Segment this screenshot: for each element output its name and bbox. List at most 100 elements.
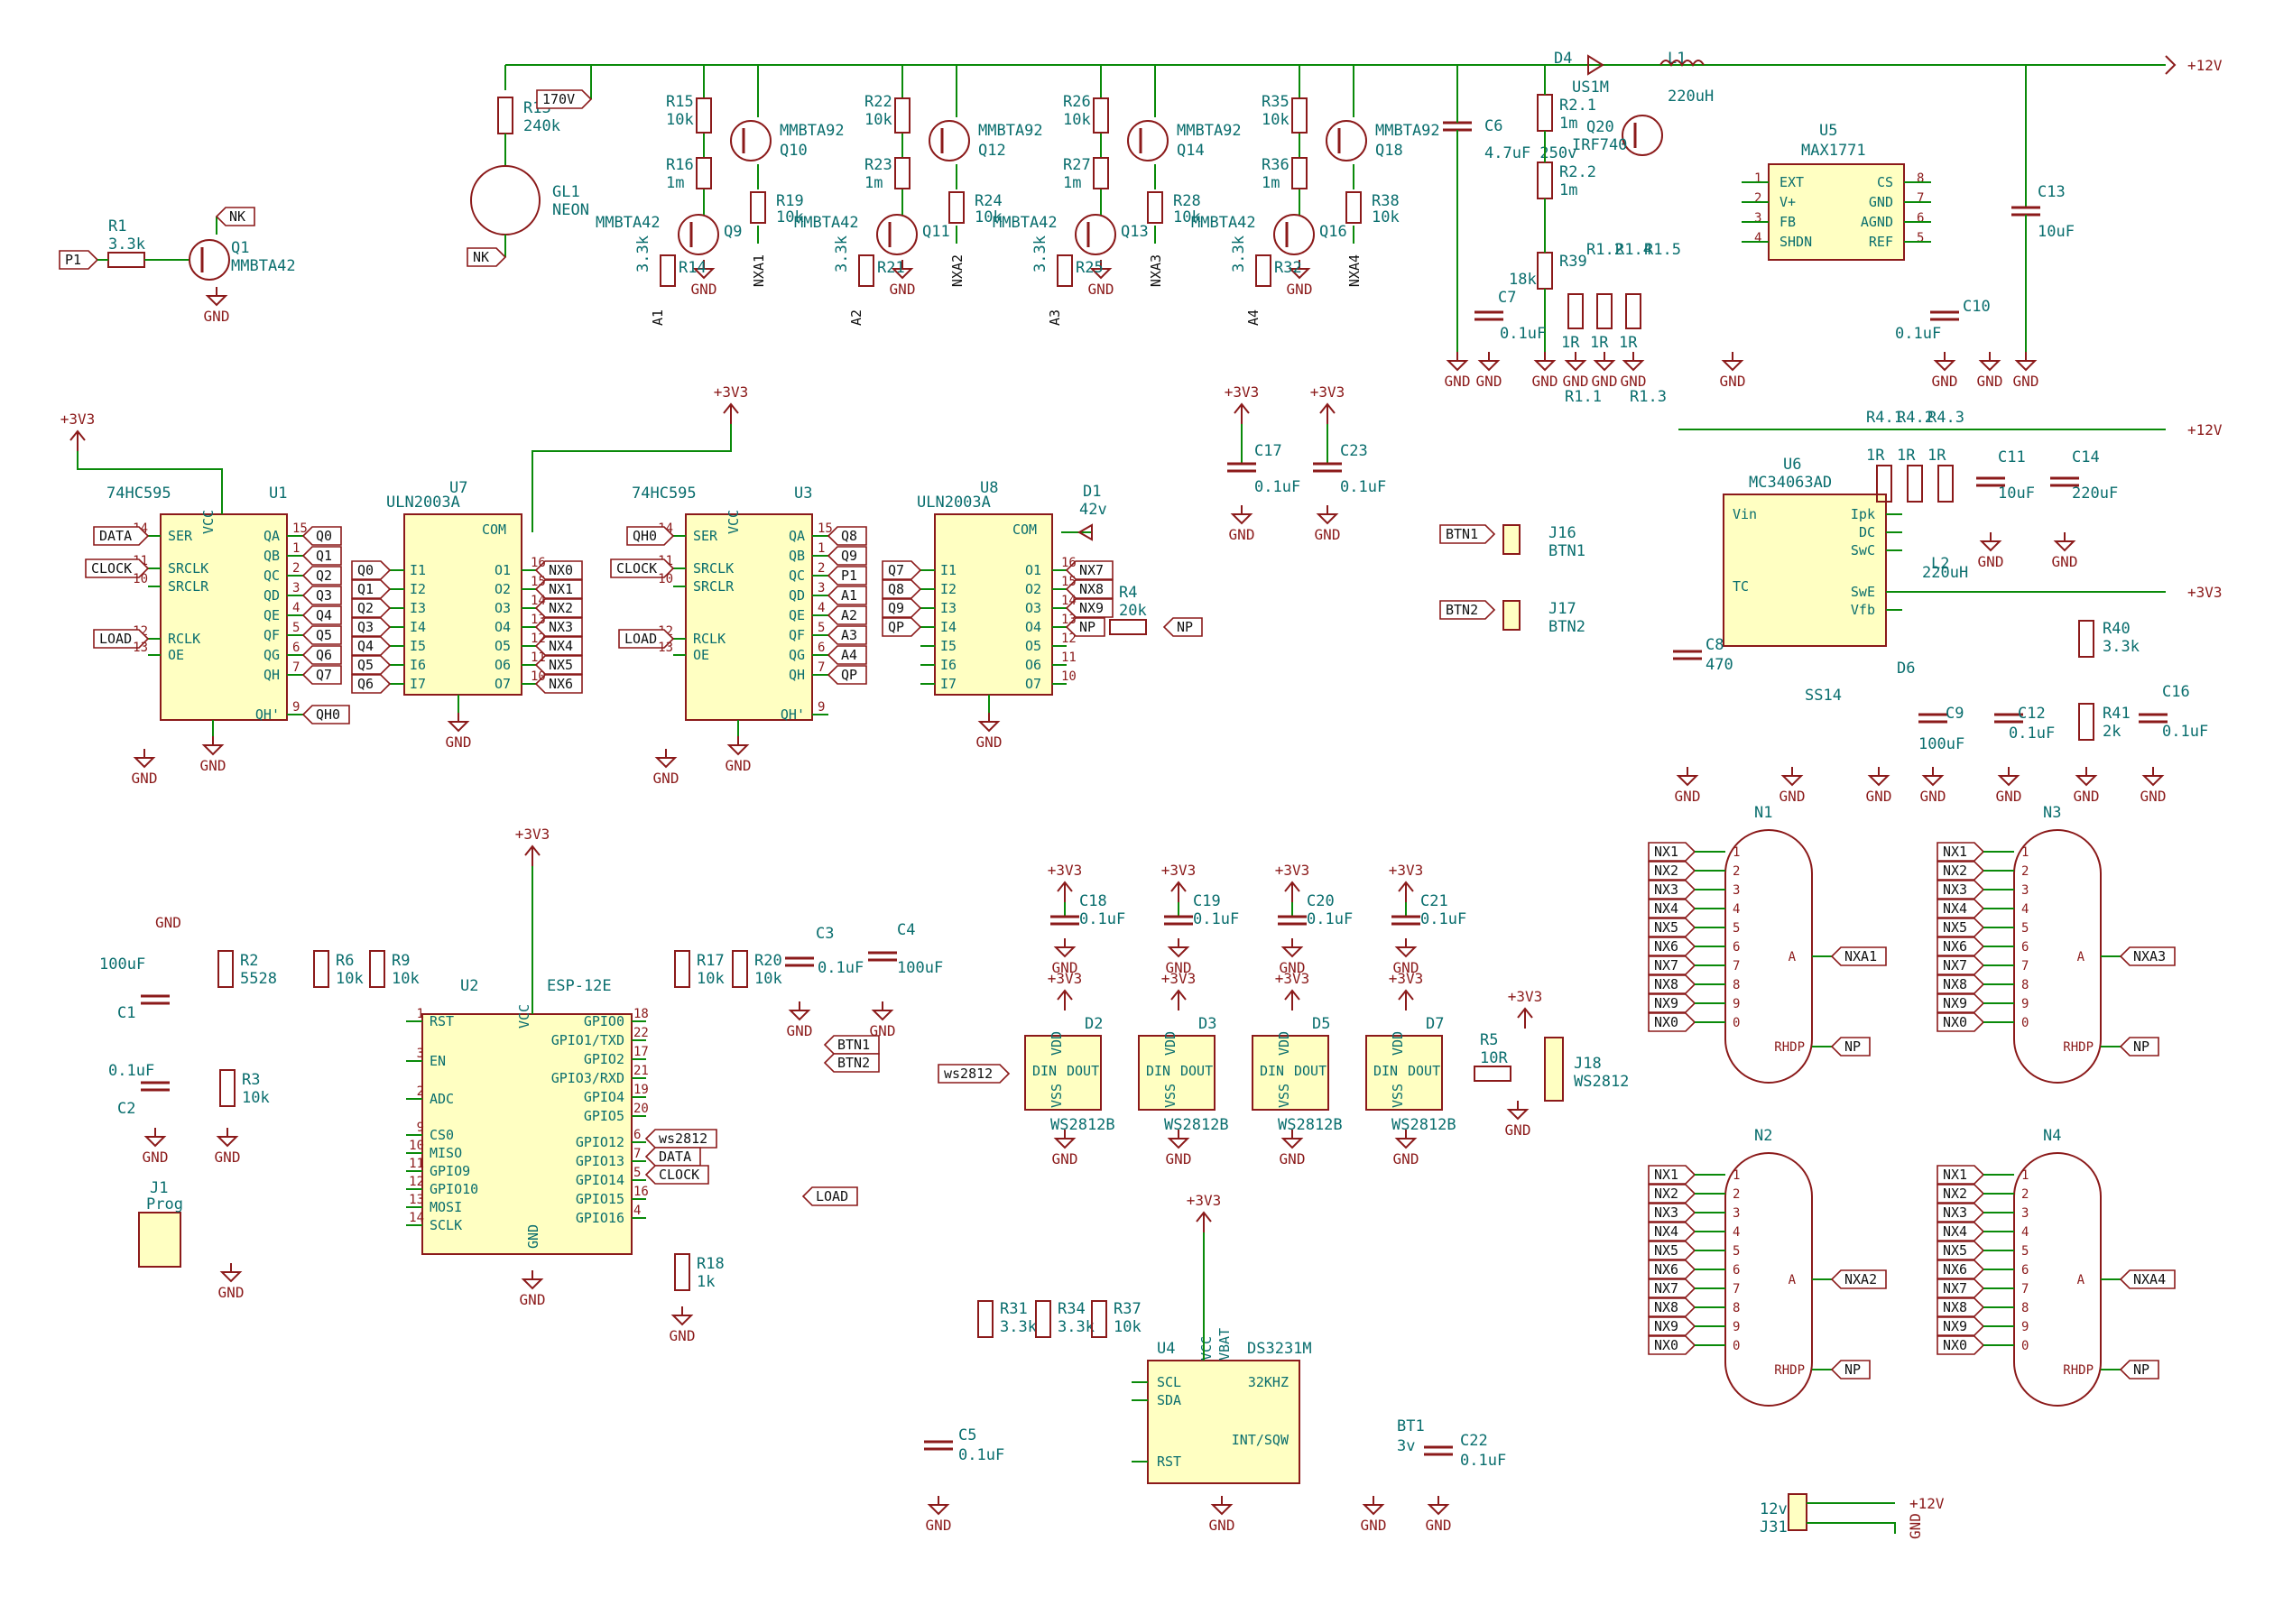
esp-pin-l: GPIO9 [430,1163,470,1179]
tube-pin-num: 8 [1733,978,1740,992]
ground-label: GND [1280,959,1306,976]
j18-val: WS2812 [1574,1073,1629,1091]
u5-pin-num: 7 [1917,191,1924,206]
uln2003-box [403,513,522,696]
led-vdd: VDD [1049,1031,1065,1056]
l2-val: 220uH [1922,564,1968,582]
c5-ref: C5 [958,1426,976,1444]
tube-pin-num: 7 [2021,959,2029,973]
ground-symbol [977,721,1001,733]
rsense-body [1625,293,1641,329]
tube-pin-flag: NX9 [1654,995,1678,1011]
c4-ref: C4 [897,921,915,939]
net-flag [301,586,342,605]
shift-register-box [685,513,813,721]
sr-pin-left: SER [693,528,718,544]
d1-zener [1077,523,1093,541]
u6-pin-r: DC [1859,524,1875,540]
net-flag [1937,1335,1985,1355]
ground-symbol [1210,1504,1234,1516]
power-label: +3V3 [1389,970,1424,987]
net-flag [827,566,867,586]
c11-val: 10uF [1998,484,2035,503]
rtop-body [1093,97,1109,134]
ground-symbol [788,1010,811,1021]
sr-pin-right: QB [263,548,280,564]
c5-val: 0.1uF [958,1446,1004,1464]
esp-pin-l: ADC [430,1091,454,1107]
tube-pin-flag: NX7 [1943,957,1967,973]
led-vss: VSS [1162,1084,1179,1108]
ground-label: GND [1532,373,1558,390]
net-flag [1439,524,1496,544]
uln-pin-r: O1 [495,562,511,578]
tube-pin-flag: NX1 [1654,844,1678,860]
ground-label: GND [1088,281,1114,298]
ws2812-flag-esp: ws2812 [659,1130,707,1147]
net-flag [93,629,150,649]
power-symbol [1170,989,1187,1001]
j18-ref: J18 [1574,1055,1602,1073]
uln-ref: U7 [449,479,467,497]
qp-part: MMBTA92 [1375,122,1440,140]
sr-pin-num: 15 [818,521,833,536]
uln-in-flag: Q9 [888,600,904,616]
rtc-pin-r: INT/SQW [1232,1432,1290,1448]
r22-ref: R2.2 [1559,163,1596,181]
uln-com: COM [1012,521,1037,538]
esp-pin-r: GPIO5 [584,1108,624,1124]
ground-symbol [670,1315,694,1326]
rs-ref: R4.3 [1927,409,1964,427]
sr-out-flag: Q8 [841,528,857,544]
power-label: +3V3 [1275,970,1310,987]
ground-symbol [2053,540,2076,552]
sr-out-flag: A3 [841,627,857,643]
net-flag [1648,1260,1696,1279]
data-flag-esp: DATA [659,1149,691,1165]
ws2812-box [1024,1035,1102,1111]
re-val: 3.3k [1031,235,1049,272]
bt1-ref: BT1 [1397,1417,1425,1435]
tube-np-flag: NP [2133,1038,2149,1055]
button-val: BTN1 [1548,542,1585,560]
esp-pin-l: RST [430,1013,454,1029]
c10-val: 0.1uF [1895,325,1941,343]
ground-label: GND [2052,553,2078,570]
led-dout: DOUT [1294,1063,1326,1079]
c9-val: 100uF [1918,735,1964,753]
esp-resistor [369,950,385,988]
u5-pin-right: GND [1869,194,1893,210]
ground-symbol [1316,513,1339,525]
ground-symbol [1394,946,1418,958]
ground-label: GND [200,757,226,774]
ground-symbol [2014,360,2038,372]
led-cap-ref: C18 [1079,892,1107,910]
rsense-ref: R1.2 [1586,241,1623,259]
neon-lamp [470,165,541,235]
tube-pin-num: 0 [1733,1339,1740,1353]
rtc-resistor [1035,1300,1051,1338]
esp-pin-num: 19 [633,1083,649,1097]
u6-pin-r: Vfb [1851,602,1875,618]
r5-body [1474,1066,1511,1082]
rtc-res-ref: R31 [1000,1300,1028,1318]
tube-rhdp: RHDP [2063,1040,2094,1055]
rsense-b-ref: R1.1 [1565,388,1602,406]
led-vdd: VDD [1390,1031,1406,1056]
tube-pin-num: 2 [2021,864,2029,879]
gnd-label-c1: GND [155,914,181,931]
tube-ref: N1 [1754,804,1772,822]
tube-pin-num: 6 [1733,940,1740,955]
qp-ref: Q12 [978,142,1006,160]
ground-label: GND [1052,959,1078,976]
ground-label: GND [1977,373,2003,390]
p1-flag: P1 [65,252,81,268]
sr-out-flag: Q5 [316,627,332,643]
tube-pin-flag: NX4 [1654,900,1678,917]
sr-pin-left: SER [168,528,193,544]
uln-part: ULN2003A [917,494,991,512]
ground-label: GND [1445,373,1471,390]
net-flag [1439,600,1496,620]
tube-rhdp: RHDP [1774,1363,1805,1378]
rs-val: 1R [1897,447,1916,465]
